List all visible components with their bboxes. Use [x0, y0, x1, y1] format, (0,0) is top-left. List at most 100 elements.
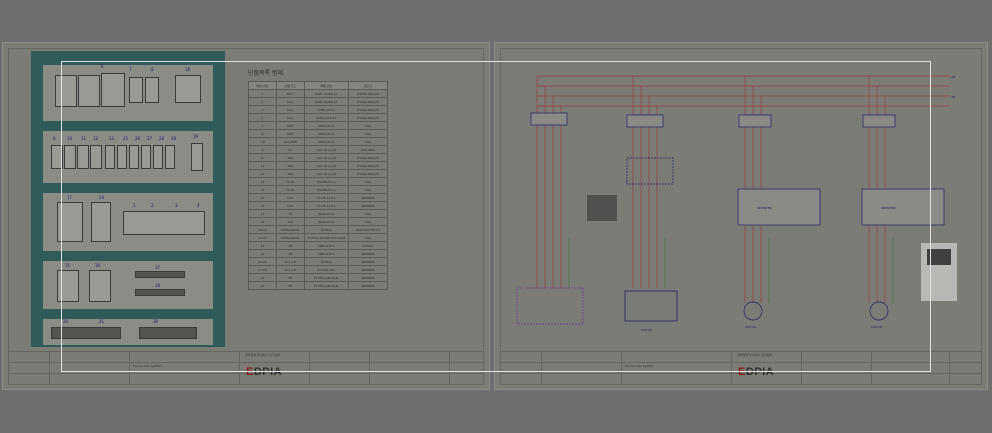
part-number: 11	[81, 136, 87, 141]
relay-part	[117, 145, 127, 169]
table-cell: OCR	[275, 193, 305, 202]
table-cell: SSP-1B-G-AQ	[303, 169, 350, 178]
inverter-part	[89, 270, 111, 302]
table-cell: TRS	[275, 169, 305, 178]
table-title: 단품목록 범례	[248, 70, 284, 77]
table-cell: 15	[248, 193, 277, 202]
table-cell: PT-PHO-180-B-BL	[303, 273, 350, 282]
table-cell: PT-HE-120-A	[303, 193, 350, 202]
table-cell: 5	[248, 121, 277, 130]
company-name: 한국전력 주식회사 전기설계	[245, 353, 281, 357]
part-number: 17	[67, 195, 73, 200]
table-cell: HYDRA-BRAND	[348, 105, 388, 114]
table-cell: ABE103-2A	[303, 137, 350, 146]
part-number: 27	[147, 136, 153, 141]
part-number: 16	[95, 263, 101, 268]
table-cell: PCB1-AQ49-2A	[303, 97, 350, 106]
table-cell: 9	[248, 145, 277, 154]
drawing-sheet-right[interactable]: 3Ø 3Ø INVERTER INVERTER MOTOR MOTOR MOTO…	[494, 42, 988, 390]
parts-row-breakers: 6 7 8 18	[43, 64, 213, 121]
breaker-part	[78, 75, 100, 107]
contactor-part	[51, 145, 63, 169]
vertical-feed-lines	[536, 76, 886, 303]
table-cell: 6	[248, 129, 277, 138]
terminal-strip-part	[135, 289, 185, 296]
part-number: 37	[155, 265, 161, 270]
table-cell: TB	[275, 249, 305, 258]
part-number: 26	[135, 136, 141, 141]
relay-part	[141, 145, 151, 169]
column-header: 심벌 코드	[275, 81, 305, 90]
plc-part	[123, 211, 205, 235]
project-name: Tunnel Axis System	[133, 364, 163, 368]
table-cell: SIEMENS	[348, 273, 388, 282]
column-header: 부품 번호	[303, 81, 350, 90]
table-header-row: 항목 번호 심벌 코드 부품 번호 제조사	[248, 81, 388, 90]
part-number: 3	[175, 203, 178, 208]
table-cell: SSP-1B-G-AQ	[303, 153, 350, 162]
part-number: 8	[151, 67, 154, 72]
edpia-logo: EDPIA	[738, 366, 775, 378]
table-cell: HYDRA-BRAND	[348, 161, 388, 170]
part-number: 7	[129, 67, 132, 72]
device-label: INVERTER	[881, 206, 896, 210]
table-cell: 4	[248, 113, 277, 122]
control-box	[516, 287, 584, 325]
relay-part	[175, 75, 201, 103]
table-cell: NFB	[275, 121, 305, 130]
table-cell: 17	[248, 209, 277, 218]
table-cell: TR	[275, 209, 305, 218]
table-cell: 18	[248, 217, 277, 226]
table-cell: 30	[248, 281, 277, 290]
project-name: Tunnel Axis System	[625, 364, 655, 368]
table-cell: LSIS	[348, 129, 388, 138]
part-number: 19	[193, 134, 199, 139]
table-cell: SOL-DB	[275, 265, 305, 274]
part-number: 13	[109, 136, 115, 141]
table-cell: HYDRA-BRAND	[348, 89, 388, 98]
table-cell: 1	[248, 89, 277, 98]
column-header: 제조사	[348, 81, 388, 90]
table-cell: PCB1-AQ49-2A	[303, 89, 350, 98]
breaker-part	[101, 73, 125, 107]
table-cell: 11	[248, 161, 277, 170]
table-cell: PT-PHO	[303, 225, 350, 234]
part-number: 6	[101, 64, 104, 69]
table-cell: SIMPLE-B-A	[303, 241, 350, 250]
table-cell: 16	[248, 201, 277, 210]
inverter-boxes	[737, 188, 945, 226]
table-cell: SSP-1B-G-AQ	[303, 145, 350, 154]
table-cell: SIEMENS	[348, 201, 388, 210]
table-cell: FUSE	[275, 177, 305, 186]
table-cell: ONE-PROTECT-5	[348, 225, 388, 234]
table-cell: 10	[248, 153, 277, 162]
table-cell: PT-PHO-180-B-BL	[303, 281, 350, 290]
table-cell: 3	[248, 105, 277, 114]
mccb-breaker	[530, 112, 568, 126]
table-cell: 2	[248, 97, 277, 106]
table-cell: ABE103-2A	[303, 129, 350, 138]
table-cell: PCB1-2A3A	[303, 105, 350, 114]
table-cell: HYDRA-BRAND	[348, 113, 388, 122]
motor-symbols	[743, 301, 889, 321]
drawing-sheet-left[interactable]: 6 7 8 18 9 10 11 12 13 25 26 27 28 29 19	[2, 42, 490, 390]
table-cell: PT-PHO-SCOPE-SYST-KHZ	[303, 233, 350, 242]
title-block: 한국전력 주식회사 전기설계 Tunnel Axis System EDPIA	[8, 351, 484, 385]
parts-layout-panel: 6 7 8 18 9 10 11 12 13 25 26 27 28 29 19	[31, 51, 225, 347]
table-cell: FW15B-W3-A	[303, 185, 350, 194]
part-number: 25	[123, 136, 129, 141]
table-cell: SSP-1B-G-AQ	[303, 161, 350, 170]
table-cell: LSIS	[348, 185, 388, 194]
table-cell: PT-PHO	[303, 257, 350, 266]
table-cell: ABE103-2A	[303, 121, 350, 130]
motor-box	[624, 290, 678, 322]
